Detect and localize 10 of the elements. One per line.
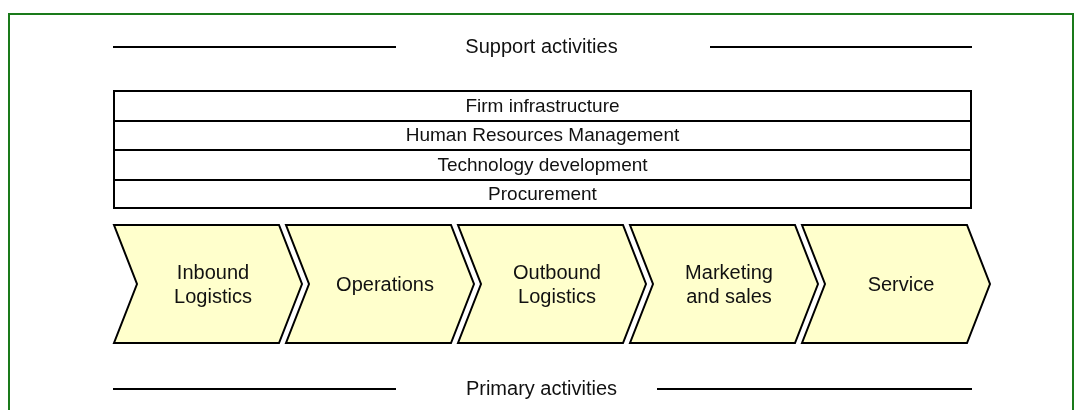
primary-activity-step: Operations	[285, 224, 475, 344]
section-heading: Primary activities	[465, 376, 618, 400]
support-activity-bar: Technology development	[113, 149, 972, 181]
support-activity-bar: Procurement	[113, 178, 972, 209]
primary-activity-step: Service	[801, 224, 991, 344]
section-heading: Support activities	[465, 34, 618, 58]
support-activity-bar: Firm infrastructure	[113, 90, 972, 122]
primary-activity-step: Inbound Logistics	[113, 224, 303, 344]
primary-activity-step: Outbound Logistics	[457, 224, 647, 344]
primary-activity-step: Marketing and sales	[629, 224, 819, 344]
